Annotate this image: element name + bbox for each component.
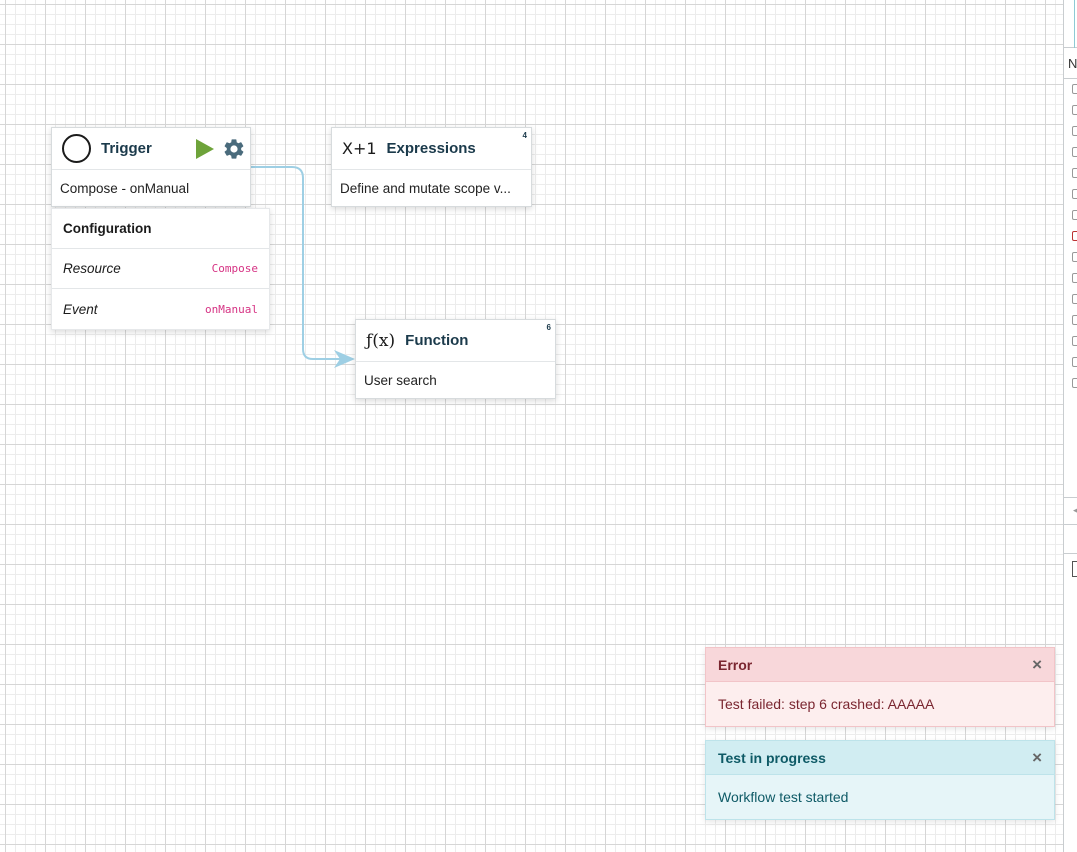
row-checkbox[interactable] (1072, 168, 1077, 178)
info-toast-message: Workflow test started (718, 789, 849, 805)
bracket-icon (1072, 561, 1077, 577)
row-checkbox[interactable] (1072, 336, 1077, 346)
edge-arrowhead (334, 350, 355, 368)
row-checkbox[interactable] (1072, 231, 1077, 241)
divider (1064, 524, 1077, 525)
side-panel: N ◂ (1063, 0, 1077, 852)
info-toast: Test in progress × Workflow test started (705, 740, 1055, 820)
expression-icon: X+1 (342, 139, 377, 158)
row-checkbox[interactable] (1072, 294, 1077, 304)
function-icon: ƒ(x) (366, 330, 396, 351)
trigger-node-header[interactable]: Trigger (52, 128, 250, 170)
trigger-circle-icon (62, 134, 91, 163)
row-checkbox[interactable] (1072, 84, 1077, 94)
trigger-node-title: Trigger (101, 140, 152, 157)
config-key: Resource (63, 261, 121, 276)
error-toast-title: Error (718, 656, 753, 673)
row-checkbox[interactable] (1072, 273, 1077, 283)
divider (1064, 497, 1077, 498)
row-checkbox[interactable] (1072, 126, 1077, 136)
row-checkbox[interactable] (1072, 210, 1077, 220)
side-panel-top (1064, 0, 1077, 48)
config-value: onManual (205, 302, 258, 316)
info-toast-title: Test in progress (718, 749, 826, 766)
row-checkbox[interactable] (1072, 378, 1077, 388)
info-toast-header: Test in progress × (706, 741, 1054, 775)
trigger-node[interactable]: Trigger Compose - onManual (51, 127, 251, 207)
trigger-config-panel: Configuration Resource Compose Event onM… (51, 208, 270, 330)
function-node[interactable]: ƒ(x) Function 6 User search (355, 319, 556, 399)
gear-icon[interactable] (222, 137, 246, 161)
row-checkbox[interactable] (1072, 252, 1077, 262)
config-value: Compose (211, 262, 258, 275)
error-toast: Error × Test failed: step 6 crashed: AAA… (705, 647, 1055, 727)
chevron-left-icon[interactable]: ◂ (1073, 505, 1077, 516)
row-checkbox[interactable] (1072, 147, 1077, 157)
step-badge: 4 (522, 131, 527, 140)
play-icon[interactable] (196, 139, 214, 159)
trigger-node-subtitle: Compose - onManual (60, 180, 190, 196)
error-toast-header: Error × (706, 648, 1054, 682)
expressions-node-subtitle: Define and mutate scope v... (340, 180, 511, 196)
function-node-title: Function (405, 332, 469, 349)
expressions-node[interactable]: X+1 Expressions 4 Define and mutate scop… (331, 127, 532, 207)
config-row-event: Event onManual (52, 289, 269, 329)
row-checkbox[interactable] (1072, 315, 1077, 325)
close-icon[interactable]: × (1032, 655, 1042, 674)
side-panel-input-edge[interactable] (1074, 0, 1077, 48)
row-checkbox[interactable] (1072, 357, 1077, 367)
close-icon[interactable]: × (1032, 748, 1042, 767)
divider (1064, 553, 1077, 554)
config-title: Configuration (52, 209, 269, 249)
config-key: Event (63, 301, 98, 317)
function-node-subtitle: User search (364, 372, 437, 388)
divider (1064, 78, 1077, 79)
row-checkbox[interactable] (1072, 105, 1077, 115)
row-checkbox[interactable] (1072, 189, 1077, 199)
function-node-header[interactable]: ƒ(x) Function 6 (356, 320, 555, 362)
config-row-resource: Resource Compose (52, 249, 269, 289)
side-panel-column-header: N (1068, 56, 1077, 71)
expressions-node-header[interactable]: X+1 Expressions 4 (332, 128, 531, 170)
expressions-node-title: Expressions (386, 140, 476, 157)
step-badge: 6 (546, 323, 551, 332)
error-toast-message: Test failed: step 6 crashed: AAAAA (718, 696, 935, 712)
